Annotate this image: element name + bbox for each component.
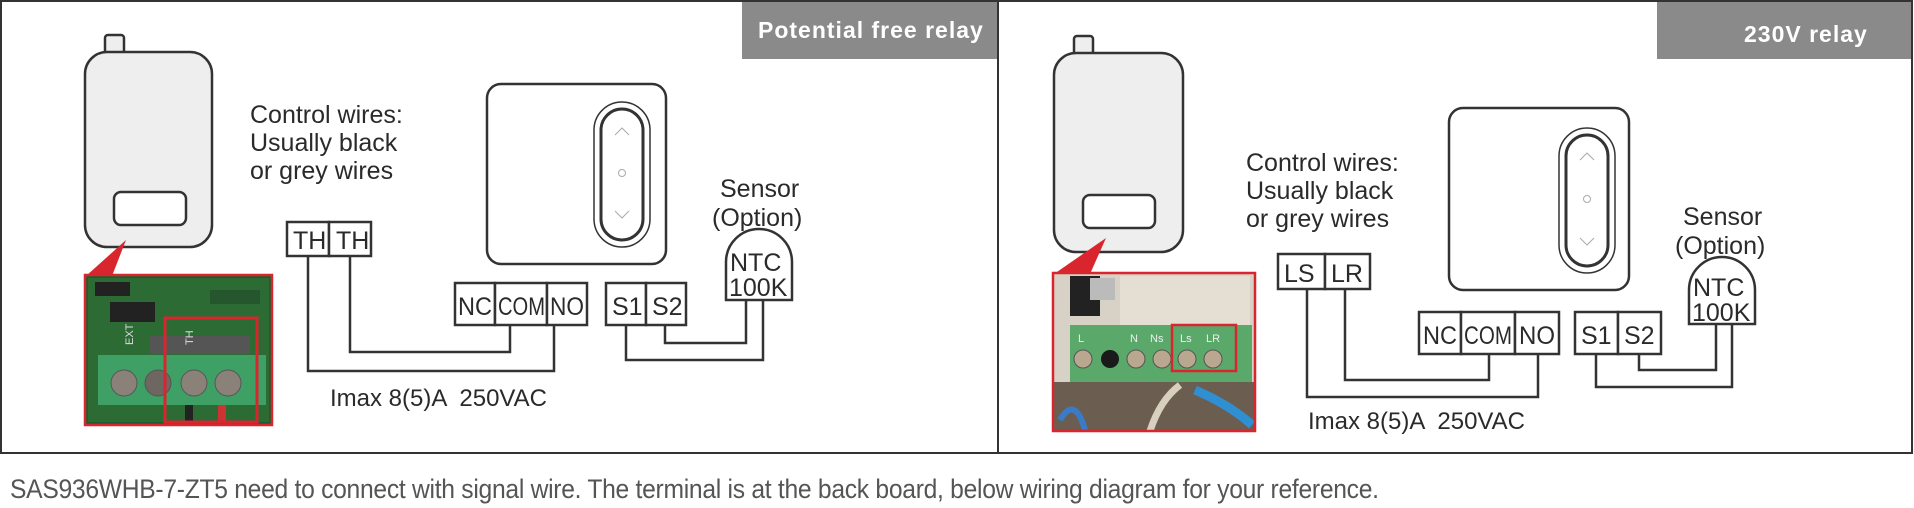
ntc-sensor-icon: NTC 100K <box>724 227 794 302</box>
wires <box>306 256 765 373</box>
thermostat-icon <box>485 82 668 266</box>
sensor-terminal-block: S1 S2 <box>1573 310 1663 356</box>
photo-label-l: L <box>1078 333 1084 345</box>
relay-terminal-block: NC COM NO <box>1417 310 1561 356</box>
current-rating: Imax 8(5)A 250VAC <box>1308 408 1525 435</box>
down-arrow-icon <box>614 210 630 219</box>
up-arrow-icon <box>614 127 630 136</box>
sensor-value: 100K <box>1692 299 1751 327</box>
sensor-type: NTC <box>1693 274 1744 302</box>
wires <box>1305 289 1734 399</box>
up-arrow-icon <box>1579 152 1595 161</box>
panel-title-bg <box>742 2 997 59</box>
terminal-com: COM <box>498 293 545 321</box>
panel-title: 230V relay <box>1744 21 1868 47</box>
pcb-label-ext: EXT <box>124 323 136 345</box>
panel-frame-right <box>997 0 1913 454</box>
photo-label-lr: LR <box>1206 333 1220 345</box>
photo-label-ls: Ls <box>1180 333 1192 345</box>
center-button-icon <box>618 169 626 177</box>
pcb-label-th: TH <box>184 330 196 345</box>
terminal-com: COM <box>1464 322 1512 350</box>
terminal-no: NO <box>1519 322 1555 350</box>
boiler-icon <box>1052 34 1185 254</box>
relay-terminal-block: NC COM NO <box>453 281 589 327</box>
boiler-terminal-block: TH TH <box>285 220 373 258</box>
pcb-photo: EXT TH <box>83 273 274 427</box>
footer-description: SAS936WHB-7-ZT5 need to connect with sig… <box>10 474 1379 504</box>
terminal-no: NO <box>550 293 584 321</box>
terminal-s2: S2 <box>1624 322 1655 350</box>
sensor-label: Sensor (Option) <box>1675 203 1769 260</box>
terminal-nc: NC <box>458 293 492 321</box>
sensor-terminal-block: S1 S2 <box>604 281 688 327</box>
terminal-ls: LS <box>1284 260 1315 288</box>
down-arrow-icon <box>1579 237 1595 246</box>
thermostat-icon <box>1447 106 1631 292</box>
panel-title-bg <box>1657 2 1911 59</box>
control-wires-label: Control wires: Usually black or grey wir… <box>250 101 410 185</box>
terminal-s1: S1 <box>612 293 643 321</box>
panel-potential-free: Potential free relay EXT TH <box>83 2 997 427</box>
control-wires-label: Control wires: Usually black or grey wir… <box>1246 149 1406 233</box>
photo-label-n: N <box>1130 333 1138 345</box>
terminal-th-2: TH <box>336 227 369 255</box>
center-button-icon <box>1583 195 1591 203</box>
sensor-type: NTC <box>730 249 781 277</box>
panel-title: Potential free relay <box>758 17 984 43</box>
sensor-label: Sensor (Option) <box>712 175 806 232</box>
ntc-sensor-icon: NTC 100K <box>1687 255 1757 327</box>
panel-230v: 230V relay L N Ns Ls LR <box>1051 2 1911 435</box>
terminal-th-1: TH <box>293 227 326 255</box>
terminal-photo: L N Ns Ls LR <box>1051 271 1257 433</box>
photo-label-ns: Ns <box>1150 333 1164 345</box>
terminal-lr: LR <box>1331 260 1363 288</box>
sensor-value: 100K <box>729 274 788 302</box>
terminal-nc: NC <box>1423 322 1457 350</box>
boiler-terminal-block: LS LR <box>1276 252 1372 291</box>
terminal-s2: S2 <box>652 293 683 321</box>
callout-arrow-icon <box>86 240 126 276</box>
callout-arrow-icon <box>1054 238 1106 274</box>
boiler-icon <box>83 33 214 249</box>
terminal-s1: S1 <box>1581 322 1612 350</box>
current-rating: Imax 8(5)A 250VAC <box>330 385 547 412</box>
